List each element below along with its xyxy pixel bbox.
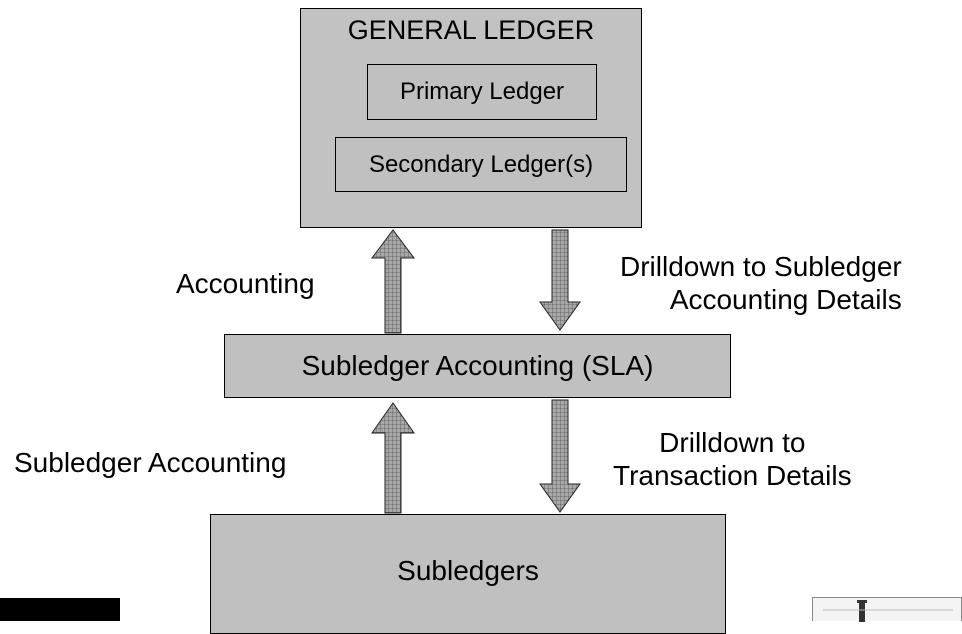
drilldown-sla-label: Drilldown to Subledger Accounting Detail… [620,250,902,316]
footer-logo-left [0,598,120,621]
drilldown-txn-line2: Transaction Details [613,460,852,491]
sla-box: Subledger Accounting (SLA) [224,334,731,398]
primary-ledger-box: Primary Ledger [367,64,597,120]
drilldown-txn-label: Drilldown to Transaction Details [613,426,852,492]
footer-logo-right [812,597,962,622]
flow-arrows [371,229,581,514]
accounting-label: Accounting [176,268,315,299]
lighthouse-icon [823,600,953,622]
subledger-accounting-label: Subledger Accounting [14,447,287,478]
secondary-ledger-box: Secondary Ledger(s) [335,137,627,192]
arrow-down-drilldown-txn [539,399,581,513]
subledgers-box: Subledgers [210,514,726,634]
drilldown-txn-line1: Drilldown to [659,427,806,458]
arrow-down-drilldown-sla [539,229,581,331]
arrow-up-subledger-accounting [371,402,415,514]
arrow-up-accounting [371,229,415,334]
drilldown-sla-line1: Drilldown to Subledger [620,251,902,282]
drilldown-sla-line2: Accounting Details [669,284,902,315]
general-ledger-title: GENERAL LEDGER [347,15,595,45]
